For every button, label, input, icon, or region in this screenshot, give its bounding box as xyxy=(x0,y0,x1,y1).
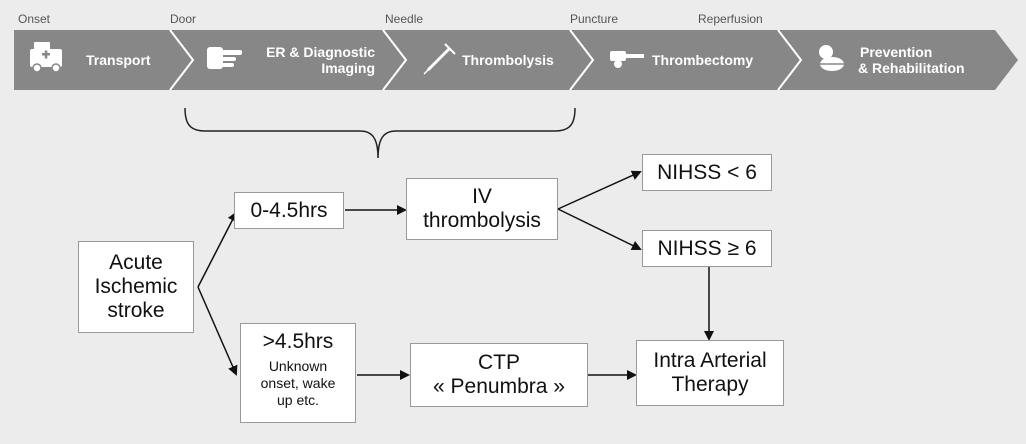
chevron-divider-4 xyxy=(777,29,803,91)
segment-prevention-label: Prevention & Rehabilitation xyxy=(858,44,965,76)
iv-line2: thrombolysis xyxy=(423,209,541,232)
arrow-iv-to-nihss-high xyxy=(557,208,642,250)
iat-line2: Therapy xyxy=(671,373,749,396)
segment-prevention-label-line2: & Rehabilitation xyxy=(858,60,965,76)
chevron-divider-3 xyxy=(569,29,595,91)
chevron-divider-1 xyxy=(169,29,195,91)
catheter-icon xyxy=(610,51,644,68)
nihss-low-label: NIHSS < 6 xyxy=(657,160,757,184)
marker-reperfusion: Reperfusion xyxy=(698,12,763,26)
acute-line3: stroke xyxy=(107,299,165,322)
arrow-iv-to-nihss-low xyxy=(557,170,642,210)
early-window-label: 0-4.5hrs xyxy=(250,198,328,222)
curly-brace xyxy=(184,107,576,159)
late-window-sub3: up etc. xyxy=(276,392,320,408)
pills-icon xyxy=(819,45,844,71)
segment-thrombectomy-label: Thrombectomy xyxy=(652,52,754,68)
hand-icon xyxy=(207,47,242,69)
box-iv-thrombolysis: IV thrombolysis xyxy=(406,178,558,240)
marker-puncture: Puncture xyxy=(570,12,619,26)
chevron-divider-2 xyxy=(382,29,408,91)
box-ctp-penumbra: CTP « Penumbra » xyxy=(410,343,588,407)
syringe-icon xyxy=(423,43,456,75)
box-nihss-low: NIHSS < 6 xyxy=(642,154,772,191)
box-late-window: >4.5hrs Unknown onset, wake up etc. xyxy=(240,323,356,423)
segment-er-label: ER & Diagnostic Imaging xyxy=(255,44,375,76)
box-acute-ischemic-stroke: Acute Ischemic stroke xyxy=(78,241,194,333)
ambulance-icon xyxy=(30,42,62,73)
ctp-line1: CTP xyxy=(477,351,520,374)
box-intra-arterial-therapy: Intra Arterial Therapy xyxy=(636,340,784,406)
iv-line1: IV xyxy=(472,185,492,208)
box-early-window: 0-4.5hrs xyxy=(234,192,344,229)
segment-er-label-line2: Imaging xyxy=(321,60,375,76)
marker-onset: Onset xyxy=(18,12,51,26)
acute-line1: Acute xyxy=(109,251,163,274)
ctp-line2: « Penumbra » xyxy=(433,375,565,398)
timeline-bar xyxy=(14,30,1018,90)
late-window-label: >4.5hrs xyxy=(262,330,334,353)
marker-needle: Needle xyxy=(385,12,424,26)
segment-thrombolysis-label: Thrombolysis xyxy=(462,52,554,68)
acute-line2: Ischemic xyxy=(94,275,178,298)
marker-door: Door xyxy=(170,12,197,26)
arrow-acute-to-early xyxy=(197,211,237,288)
segment-transport-label: Transport xyxy=(86,52,151,68)
segment-prevention-label-line1: Prevention xyxy=(860,44,933,60)
arrow-acute-to-late xyxy=(197,286,238,376)
box-nihss-high: NIHSS ≥ 6 xyxy=(642,230,772,267)
nihss-high-label: NIHSS ≥ 6 xyxy=(657,236,757,260)
iat-line1: Intra Arterial xyxy=(653,349,767,372)
segment-er-label-line1: ER & Diagnostic xyxy=(266,44,375,60)
late-window-sub2: onset, wake xyxy=(260,375,336,391)
late-window-sub1: Unknown xyxy=(268,358,328,374)
